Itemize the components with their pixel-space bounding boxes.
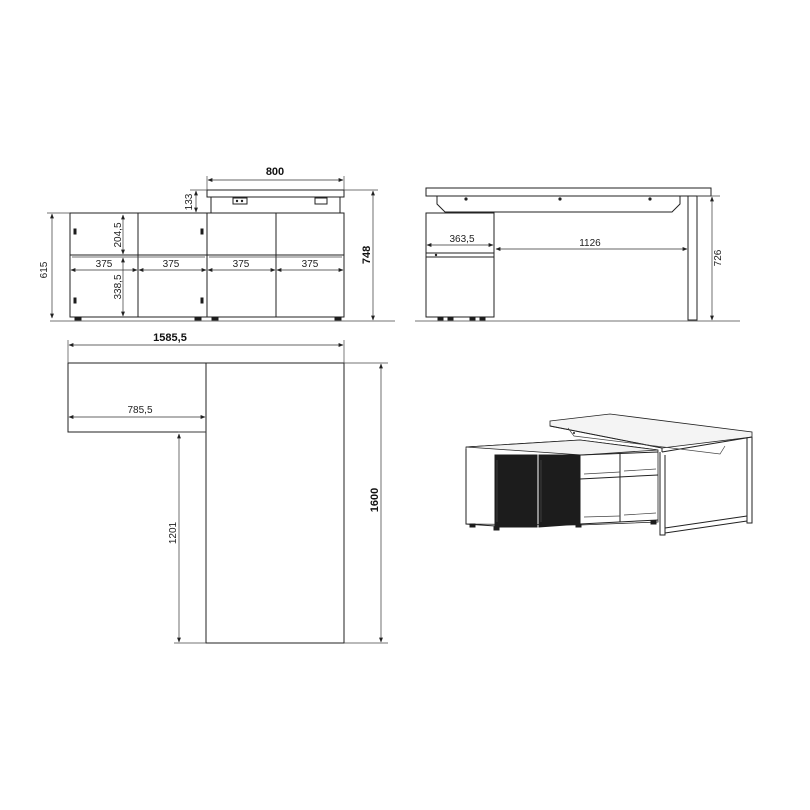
side-leg — [687, 195, 698, 321]
perspective-door-right — [538, 454, 581, 528]
perspective-door-left — [494, 454, 538, 528]
dim-726: 726 — [713, 249, 724, 266]
side-cabinet — [425, 212, 495, 318]
dim-133: 133 — [184, 193, 195, 210]
dim-375-d: 375 — [302, 259, 319, 270]
front-view: 615 204,5 338,5 375 375 375 375 800 133 … — [39, 166, 395, 322]
dim-748: 748 — [361, 246, 373, 264]
dim-1126: 1126 — [579, 238, 601, 249]
dim-800: 800 — [266, 166, 284, 178]
dim-375-c: 375 — [233, 259, 250, 270]
dim-785-5: 785,5 — [127, 405, 152, 416]
dim-338-5: 338,5 — [113, 274, 124, 299]
front-desk-top — [206, 189, 345, 198]
dim-615: 615 — [39, 261, 50, 278]
dim-375-a: 375 — [96, 259, 113, 270]
perspective-view — [465, 413, 753, 536]
dim-1585-5: 1585,5 — [153, 332, 187, 344]
dim-204-5: 204,5 — [113, 222, 124, 247]
dim-1201: 1201 — [168, 521, 179, 544]
side-desk-top — [425, 187, 712, 197]
dim-363-5: 363,5 — [449, 234, 474, 245]
dim-375-b: 375 — [163, 259, 180, 270]
plan-view: 1585,5 785,5 1201 1600 — [67, 332, 388, 644]
side-view: 363,5 1126 726 — [415, 187, 740, 322]
dim-1600: 1600 — [369, 488, 381, 512]
